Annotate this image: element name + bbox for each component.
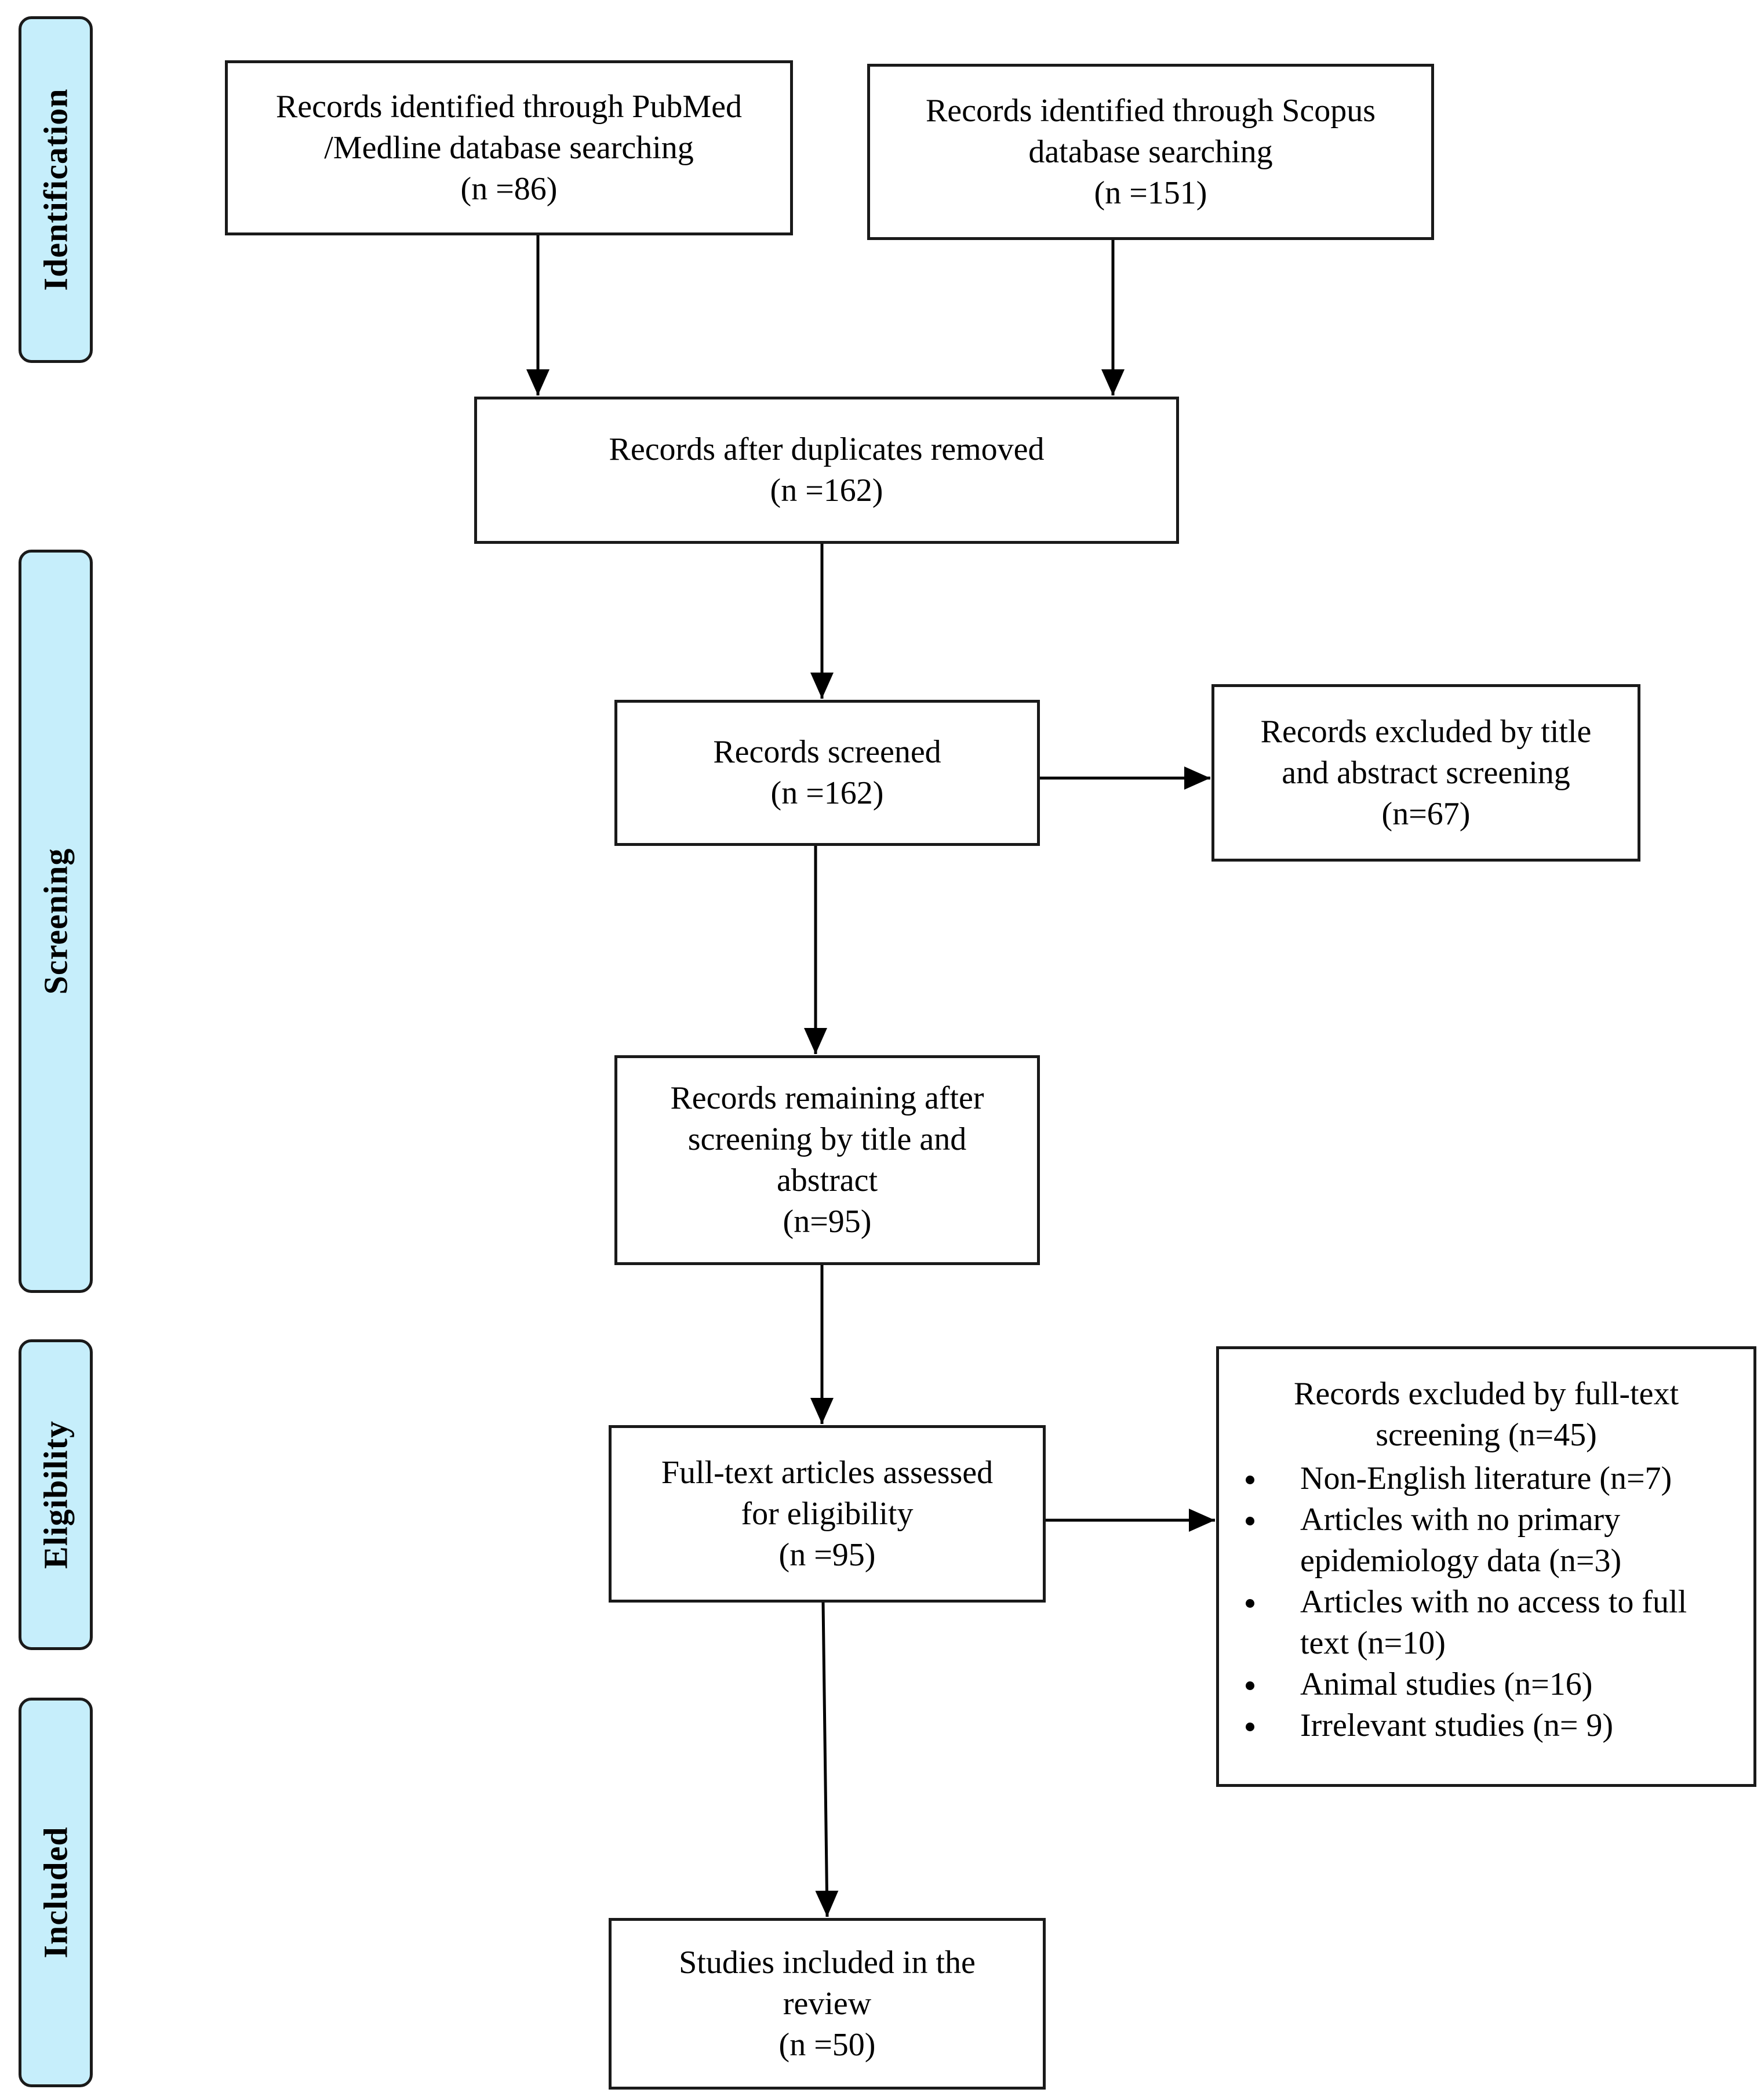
- excluded-title-abstract-line2: and abstract screening: [1282, 754, 1570, 791]
- scopus-line2: database searching: [1028, 133, 1273, 170]
- scopus-line1: Records identified through Scopus: [925, 92, 1376, 129]
- records-remaining-line1: Records remaining after: [670, 1080, 984, 1116]
- studies-included-count: (n =50): [778, 2026, 876, 2063]
- duplicates-removed-box: Records after duplicates removed (n =162…: [474, 397, 1179, 544]
- exclusion-reason-item: Articles with no access to full text (n=…: [1219, 1582, 1753, 1664]
- phase-identification: Identification: [19, 16, 93, 363]
- scopus-count: (n =151): [1094, 175, 1207, 211]
- exclusion-reason-item: Non-English literature (n=7): [1219, 1458, 1753, 1499]
- records-screened-count: (n =162): [770, 775, 884, 811]
- excluded-title-abstract-box: Records excluded by title and abstract s…: [1211, 684, 1640, 862]
- exclusion-reason-item: Irrelevant studies (n= 9): [1219, 1705, 1753, 1746]
- pubmed-line2: /Medline database searching: [324, 129, 694, 166]
- phase-screening: Screening: [19, 550, 93, 1293]
- pubmed-line1: Records identified through PubMed: [275, 88, 743, 125]
- excluded-title-abstract-count: (n=67): [1381, 795, 1471, 832]
- pubmed-count: (n =86): [460, 170, 558, 207]
- records-remaining-line2: screening by title and: [687, 1121, 967, 1157]
- records-screened-box: Records screened (n =162): [614, 700, 1040, 846]
- studies-included-line1: Studies included in the: [679, 1944, 976, 1981]
- fulltext-assessed-count: (n =95): [778, 1536, 876, 1573]
- records-screened-line1: Records screened: [713, 734, 941, 770]
- studies-included-line2: review: [783, 1985, 872, 2022]
- fulltext-assessed-box: Full-text articles assessed for eligibil…: [609, 1425, 1046, 1603]
- exclusion-reason-item: Animal studies (n=16): [1219, 1664, 1753, 1705]
- records-remaining-count: (n=95): [783, 1204, 872, 1240]
- exclusion-reason-item: Articles with no primary epidemiology da…: [1219, 1499, 1753, 1582]
- records-remaining-line3: abstract: [776, 1162, 878, 1198]
- fulltext-assessed-line2: for eligibility: [741, 1495, 914, 1532]
- excluded-title-abstract-line1: Records excluded by title: [1260, 713, 1592, 750]
- excluded-fulltext-line2: screening (n=45): [1376, 1417, 1597, 1453]
- excluded-fulltext-box: Records excluded by full-text screening …: [1216, 1346, 1756, 1787]
- duplicates-removed-count: (n =162): [770, 473, 883, 508]
- exclusion-reasons-list: Non-English literature (n=7) Articles wi…: [1219, 1458, 1753, 1746]
- phase-included: Included: [19, 1698, 93, 2087]
- duplicates-removed-line1: Records after duplicates removed: [609, 431, 1045, 467]
- records-remaining-box: Records remaining after screening by tit…: [614, 1055, 1040, 1265]
- scopus-records-box: Records identified through Scopus databa…: [867, 64, 1434, 240]
- phase-eligibility: Eligibility: [19, 1339, 93, 1650]
- studies-included-box: Studies included in the review (n =50): [609, 1918, 1046, 2090]
- fulltext-assessed-line1: Full-text articles assessed: [661, 1454, 994, 1491]
- excluded-fulltext-line1: Records excluded by full-text: [1293, 1376, 1679, 1412]
- pubmed-records-box: Records identified through PubMed /Medli…: [225, 60, 793, 235]
- arrow-fulltext-to-included: [815, 1602, 839, 1917]
